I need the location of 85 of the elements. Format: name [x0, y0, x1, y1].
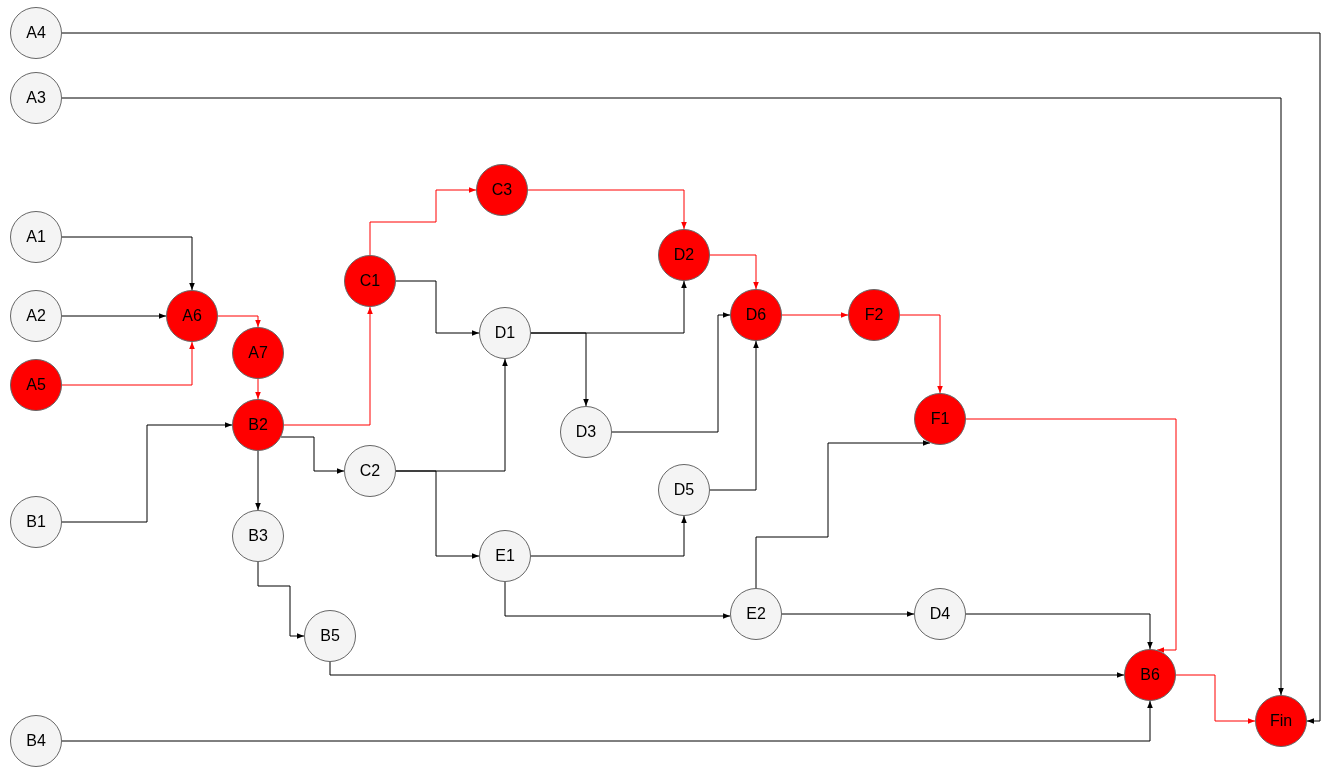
circle-node	[730, 289, 782, 341]
node-label: A2	[26, 307, 46, 325]
circle-node	[10, 290, 62, 342]
circle-node	[304, 610, 356, 662]
arrow	[329, 661, 1125, 678]
circle-node	[479, 530, 531, 582]
circle-node	[479, 307, 531, 359]
arrow	[965, 418, 1177, 653]
arrow	[255, 450, 261, 511]
arrow	[61, 700, 1153, 742]
circle-node	[914, 393, 966, 445]
circle-node	[658, 464, 710, 516]
arrow	[369, 187, 477, 256]
arrow	[257, 561, 305, 639]
circle-node	[730, 588, 782, 640]
circle-node	[1255, 695, 1307, 747]
arrow	[61, 422, 233, 523]
circle-node	[658, 229, 710, 281]
circle-node	[166, 290, 218, 342]
node-label: F2	[864, 306, 884, 324]
circle-node	[344, 445, 396, 497]
circle-node	[476, 164, 528, 216]
arrow	[965, 613, 1153, 650]
node-label: D1	[494, 324, 516, 342]
arrow	[527, 189, 687, 230]
node-label: C1	[359, 272, 381, 290]
circle-node	[232, 510, 284, 562]
arrow	[61, 32, 1321, 724]
arrow	[781, 312, 849, 318]
node-label: D3	[575, 423, 597, 441]
node-label: A3	[26, 89, 46, 107]
arrow	[1175, 674, 1256, 724]
node-label: B3	[248, 527, 268, 545]
arrow	[61, 236, 195, 291]
node-label: A7	[248, 344, 268, 362]
arrow	[280, 436, 345, 474]
circle-node	[344, 255, 396, 307]
arrow	[709, 340, 759, 491]
node-label: D2	[673, 246, 695, 264]
node-label: B4	[26, 732, 46, 750]
arrow	[395, 470, 480, 559]
arrow	[611, 312, 731, 433]
arrow	[755, 440, 931, 589]
circle-node	[10, 496, 62, 548]
arrow	[781, 611, 915, 617]
node-label: Fin	[1269, 712, 1293, 730]
node-label: B6	[1140, 666, 1160, 684]
node-label: A5	[26, 376, 46, 394]
circle-node	[10, 211, 62, 263]
node-label: A6	[182, 307, 202, 325]
node-label: B5	[320, 627, 340, 645]
arrow	[395, 280, 480, 336]
node-label: E2	[746, 605, 766, 623]
node-label: A1	[26, 228, 46, 246]
node-label: A4	[26, 24, 46, 42]
circle-node	[1124, 649, 1176, 701]
circle-node	[232, 327, 284, 379]
arrow	[255, 378, 261, 400]
node-label: D6	[745, 306, 767, 324]
arrow	[709, 254, 759, 290]
arrow	[504, 581, 731, 619]
arrow	[61, 97, 1284, 696]
arrow	[61, 341, 195, 386]
arrow	[283, 306, 373, 426]
arrow	[61, 313, 167, 319]
arrow	[899, 314, 943, 394]
node-label: C3	[491, 181, 513, 199]
node-label: D5	[673, 481, 695, 499]
node-label: B1	[26, 513, 46, 531]
circle-node	[560, 406, 612, 458]
arrow	[217, 315, 261, 328]
node-label: B2	[248, 416, 268, 434]
arrow	[530, 332, 589, 407]
circle-node	[10, 7, 62, 59]
circle-node	[914, 588, 966, 640]
circle-node	[10, 359, 62, 411]
node-label: E1	[495, 547, 515, 565]
arrow	[530, 515, 687, 557]
circle-node	[10, 72, 62, 124]
node-label: F1	[930, 410, 950, 428]
circle-node	[232, 399, 284, 451]
node-label: C2	[359, 462, 381, 480]
circle-node	[10, 715, 62, 767]
circle-node	[848, 289, 900, 341]
node-label: D4	[929, 605, 951, 623]
